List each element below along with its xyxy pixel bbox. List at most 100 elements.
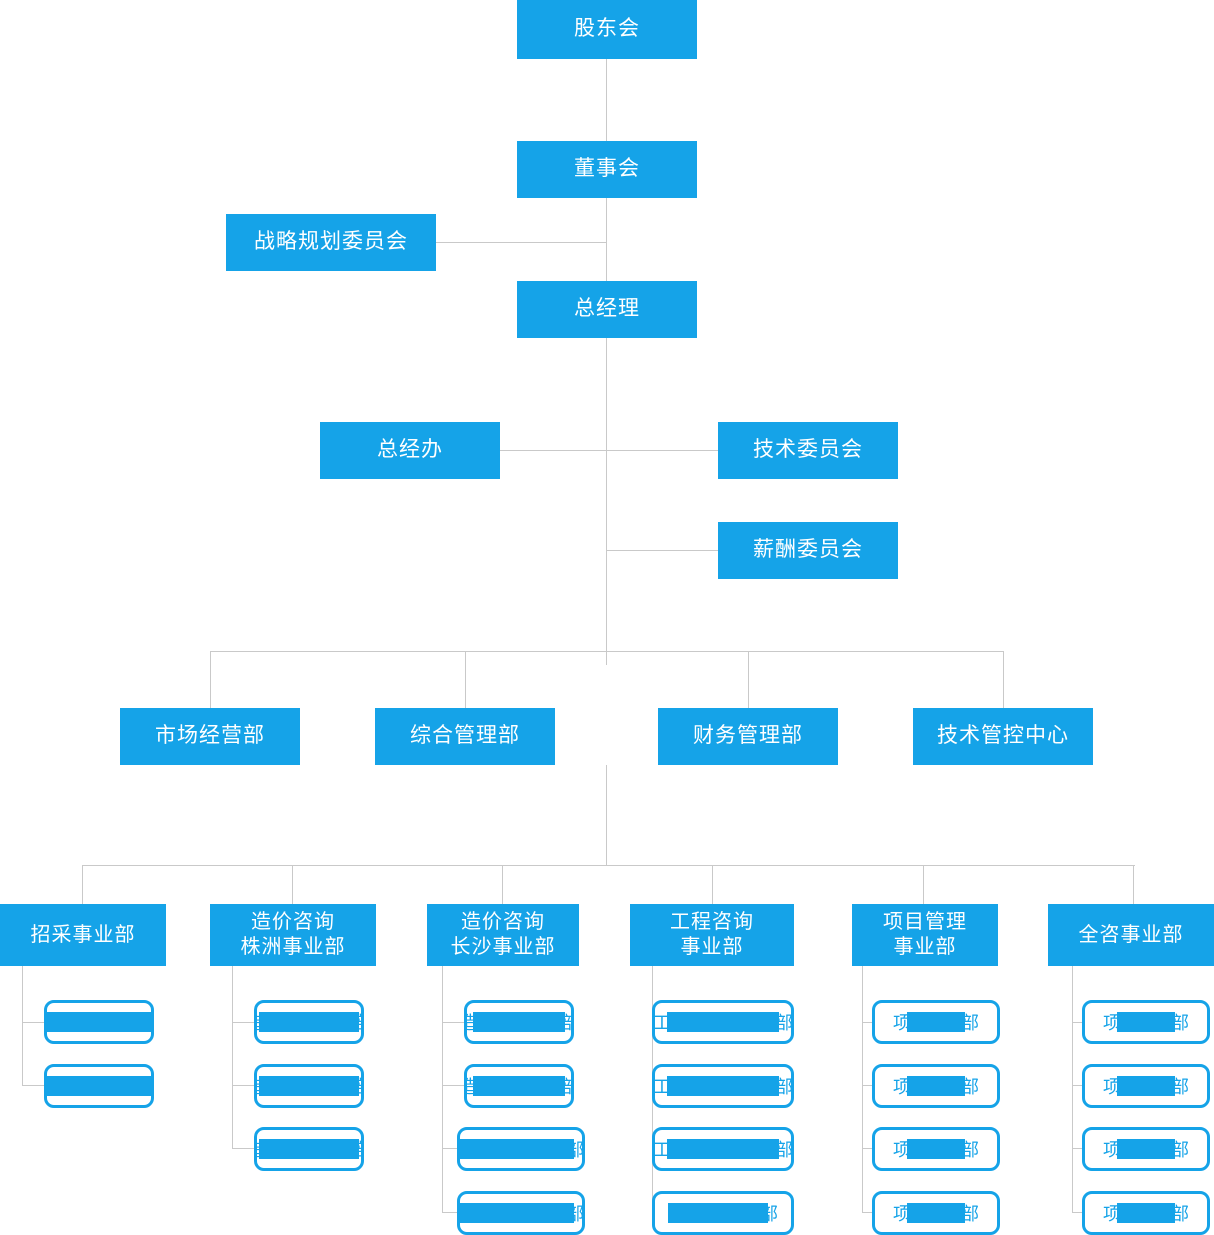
node-bu-cost-consulting-zhuzhou[interactable]: 造价咨询 株洲事业部 [210, 904, 376, 966]
leaf-node[interactable]: 项部 [872, 1127, 1000, 1171]
connector-tech-committee [606, 450, 718, 451]
node-strategy-planning-committee[interactable]: 战略规划委员会 [226, 214, 436, 271]
node-bu-procurement[interactable]: 招采事业部 [0, 904, 166, 966]
node-technology-committee[interactable]: 技术委员会 [718, 422, 898, 479]
leaf-label: 工部 [653, 1073, 793, 1099]
leaf-node[interactable]: 造部 [254, 1127, 364, 1171]
connector-department-drop-1 [210, 651, 211, 708]
leaf-node[interactable]: 项部 [1082, 1191, 1210, 1235]
redaction-bar [907, 1076, 965, 1096]
leaf-label: 项部 [1103, 1136, 1189, 1162]
node-department-technology-control-center[interactable]: 技术管控中心 [913, 708, 1093, 765]
leaf-node[interactable]: 工部 [652, 1064, 794, 1108]
leaf-node[interactable]: 项部 [872, 1191, 1000, 1235]
leaf-label-suffix: 部 [1171, 1204, 1189, 1224]
leaf-label: 项部 [1103, 1200, 1189, 1226]
leaf-label-suffix: 部 [561, 1077, 571, 1097]
leaf-label: 项部 [893, 1200, 979, 1226]
leaf-node[interactable]: 部 [457, 1191, 585, 1235]
redaction-bar [460, 1139, 574, 1159]
node-bu-full-process-consulting[interactable]: 全咨事业部 [1048, 904, 1214, 966]
leaf-label: 部 [460, 1200, 584, 1226]
leaf-node[interactable]: 项部 [872, 1064, 1000, 1108]
node-general-manager[interactable]: 总经理 [517, 281, 697, 338]
leaf-label: 造部 [467, 1009, 571, 1035]
leaf-label: 项部 [1103, 1009, 1189, 1035]
node-bu-project-management[interactable]: 项目管理 事业部 [852, 904, 998, 966]
leaf-node[interactable]: 造部 [254, 1064, 364, 1108]
connector-department-bus [210, 651, 1004, 652]
node-bu-engineering-consulting[interactable]: 工程咨询 事业部 [630, 904, 794, 966]
leaf-node[interactable]: 工部 [652, 1000, 794, 1044]
leaf-label: 部 [668, 1200, 778, 1226]
redaction-bar [667, 1139, 779, 1159]
redaction-bar [668, 1203, 768, 1223]
connector-department-drop-3 [748, 651, 749, 708]
leaf-label: 部 [460, 1136, 584, 1162]
redaction-bar [473, 1012, 565, 1032]
leaf-node[interactable]: 部 [652, 1191, 794, 1235]
leaf-label-prefix: 招 [44, 1013, 46, 1033]
connector-bu-drop-2 [292, 865, 293, 904]
leaf-node[interactable]: 招部 [44, 1064, 154, 1108]
node-bu-cost-consulting-changsha[interactable]: 造价咨询 长沙事业部 [427, 904, 579, 966]
node-department-finance-management[interactable]: 财务管理部 [658, 708, 838, 765]
leaf-node[interactable]: 部 [457, 1127, 585, 1171]
leaf-node[interactable]: 项部 [1082, 1064, 1210, 1108]
node-department-general-management[interactable]: 综合管理部 [375, 708, 555, 765]
leaf-label-suffix: 部 [1171, 1140, 1189, 1160]
node-shareholders[interactable]: 股东会 [517, 0, 697, 59]
leaf-label: 造部 [257, 1136, 361, 1162]
leaf-label: 造部 [257, 1009, 361, 1035]
leaf-label-prefix: 项 [1103, 1204, 1121, 1224]
leaf-node[interactable]: 项部 [1082, 1000, 1210, 1044]
node-compensation-committee[interactable]: 薪酬委员会 [718, 522, 898, 579]
connector-leaf-stub-3-2 [442, 1085, 464, 1086]
connector-leaf-stub-2-2 [232, 1085, 254, 1086]
leaf-label-prefix: 工 [653, 1140, 671, 1160]
leaf-label: 项部 [1103, 1073, 1189, 1099]
redaction-bar [1117, 1203, 1175, 1223]
redaction-bar [907, 1012, 965, 1032]
leaf-node[interactable]: 工部 [652, 1127, 794, 1171]
leaf-node[interactable]: 招部 [44, 1000, 154, 1044]
node-board-of-directors[interactable]: 董事会 [517, 141, 697, 198]
connector-leaf-stub-1-1 [22, 1022, 44, 1023]
node-general-manager-office[interactable]: 总经办 [320, 422, 500, 479]
connector-department-drop-4 [1003, 651, 1004, 708]
leaf-node[interactable]: 项部 [872, 1000, 1000, 1044]
leaf-label-suffix: 部 [566, 1204, 584, 1224]
leaf-label-suffix: 部 [961, 1204, 979, 1224]
leaf-label-prefix: 工 [653, 1077, 671, 1097]
connector-gm-spine [606, 338, 607, 665]
node-department-market-operations[interactable]: 市场经营部 [120, 708, 300, 765]
leaf-node[interactable]: 造部 [464, 1064, 574, 1108]
leaf-label: 项部 [893, 1136, 979, 1162]
connector-bu-bus [82, 865, 1135, 866]
redaction-bar [907, 1203, 965, 1223]
leaf-label-suffix: 部 [566, 1140, 584, 1160]
connector-shareholders-board [606, 59, 607, 141]
leaf-label-prefix: 工 [653, 1013, 671, 1033]
leaf-label-suffix: 部 [760, 1204, 778, 1224]
leaf-node[interactable]: 造部 [464, 1000, 574, 1044]
leaf-label-suffix: 部 [775, 1013, 793, 1033]
leaf-label-suffix: 部 [1171, 1013, 1189, 1033]
leaf-label: 项部 [893, 1009, 979, 1035]
redaction-bar [1117, 1139, 1175, 1159]
connector-leaf-spine-5 [862, 966, 863, 1212]
leaf-label-prefix: 项 [893, 1077, 911, 1097]
leaf-label-prefix: 造 [257, 1077, 263, 1097]
leaf-label-suffix: 部 [152, 1077, 154, 1097]
connector-bu-drop-5 [923, 865, 924, 904]
leaf-label: 工部 [653, 1009, 793, 1035]
leaf-label-suffix: 部 [775, 1077, 793, 1097]
leaf-node[interactable]: 造部 [254, 1000, 364, 1044]
leaf-node[interactable]: 项部 [1082, 1127, 1210, 1171]
connector-gm-to-bu-spine [606, 765, 607, 865]
leaf-label: 招部 [44, 1009, 151, 1035]
connector-bu-drop-4 [712, 865, 713, 904]
leaf-label-prefix: 造 [467, 1077, 477, 1097]
connector-leaf-spine-2 [232, 966, 233, 1148]
